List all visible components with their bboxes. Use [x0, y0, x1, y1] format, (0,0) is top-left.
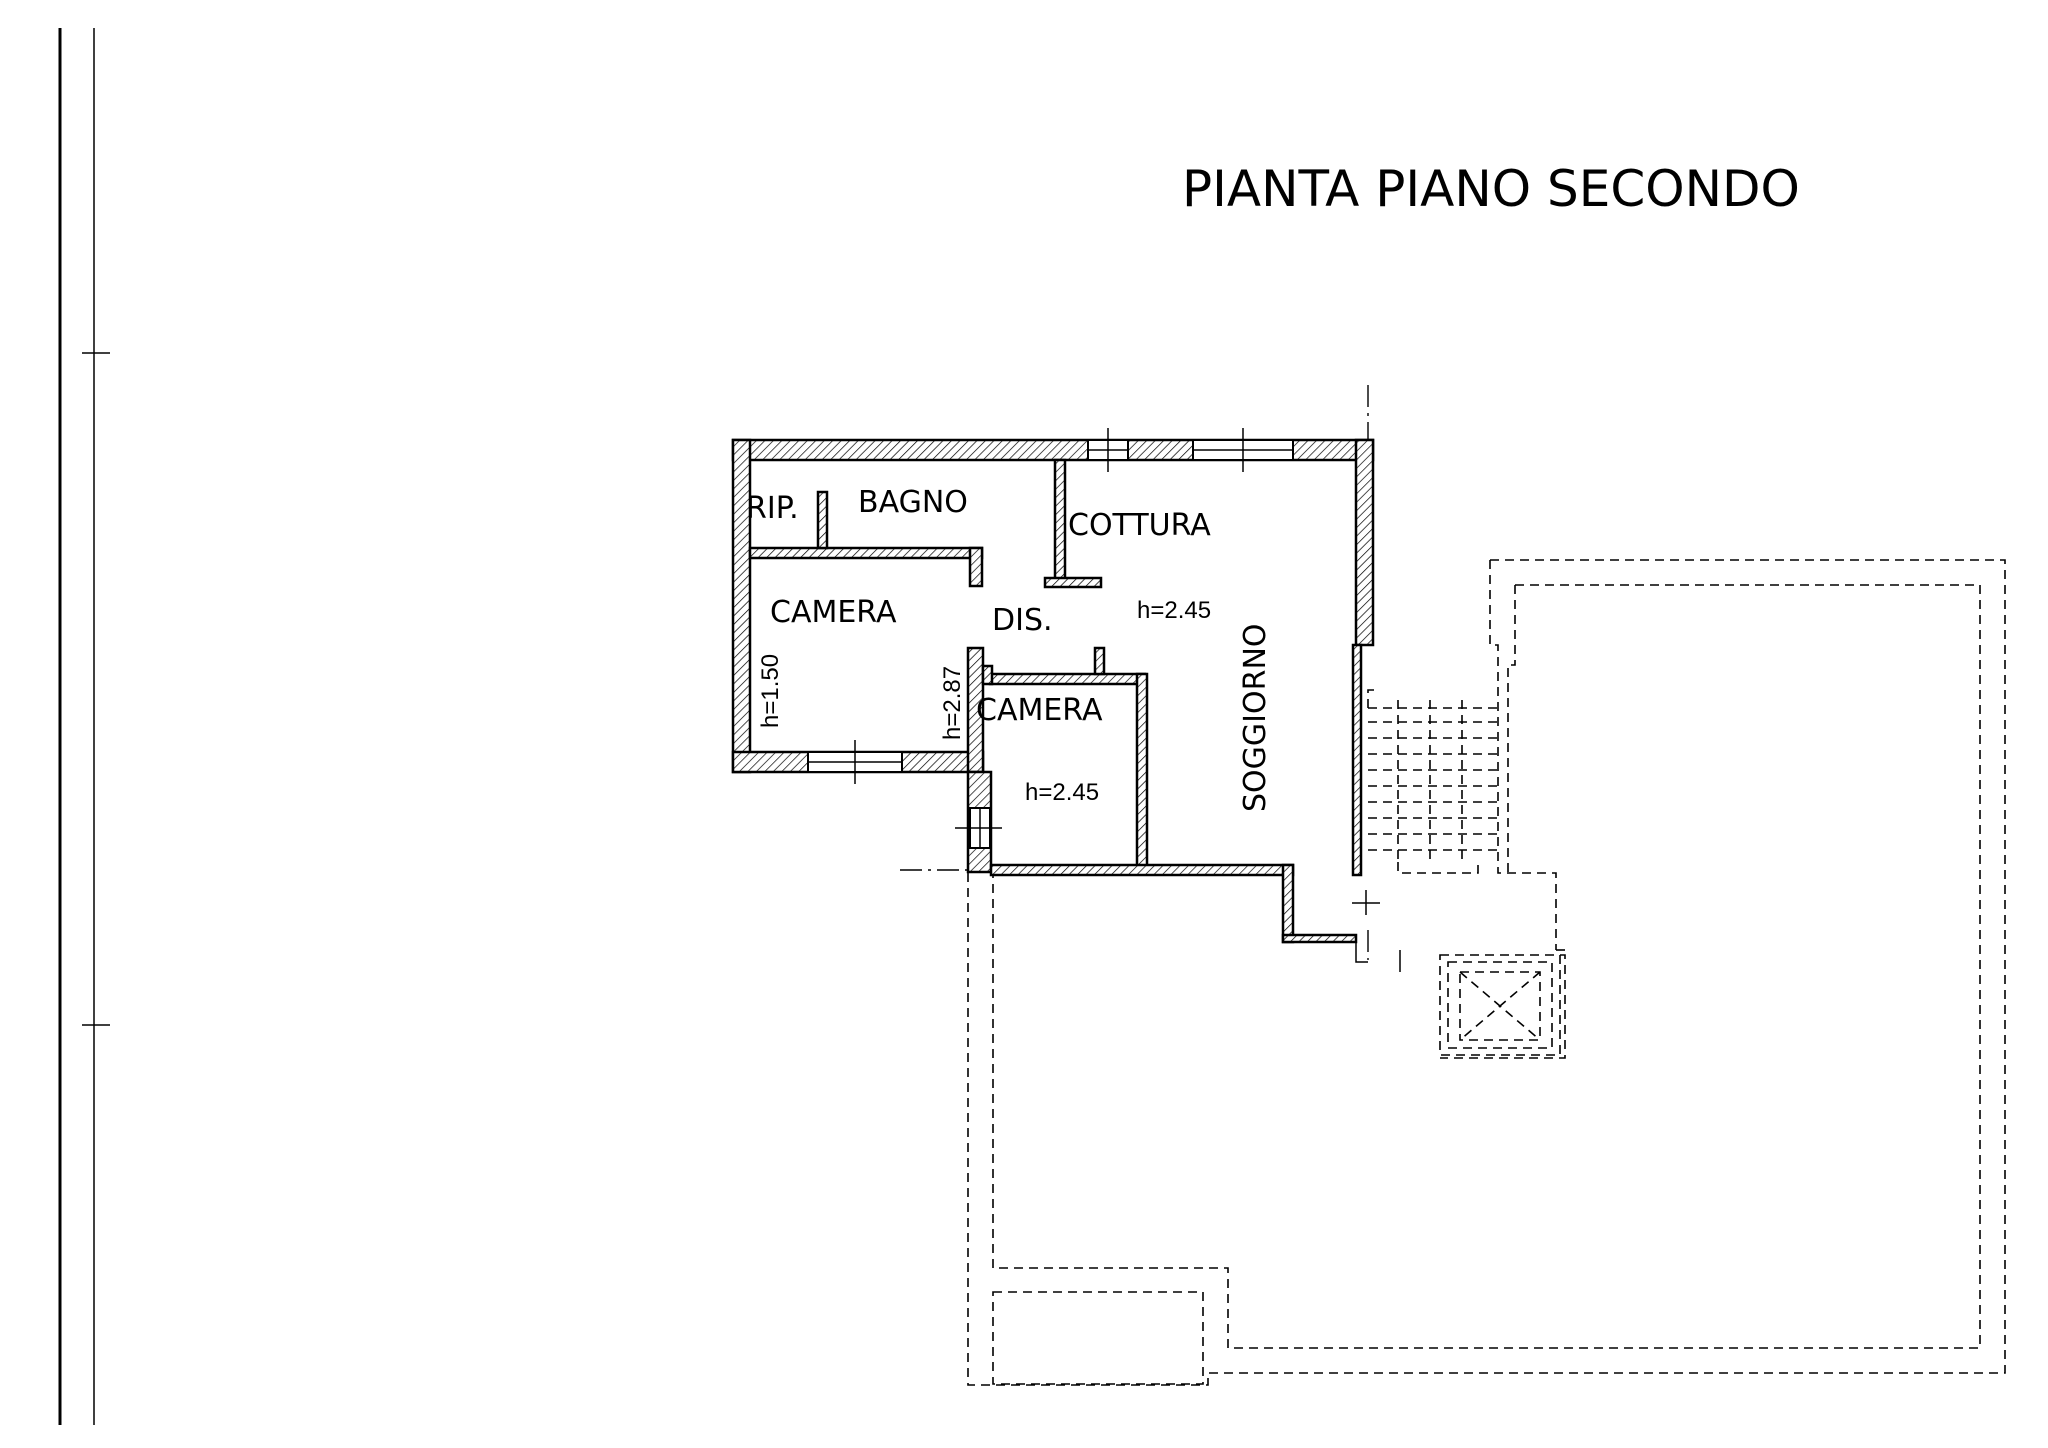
lower-floor-outline — [967, 559, 2006, 1386]
room-label-rip: RIP. — [746, 491, 799, 526]
height-camera-1-low: h=1.50 — [757, 654, 784, 728]
axis-lines — [900, 385, 1369, 960]
room-label-cottura: COTTURA — [1068, 508, 1211, 543]
room-labels: RIP. BAGNO COTTURA CAMERA DIS. CAMERA SO… — [746, 485, 1273, 812]
sheet-border-left — [58, 28, 110, 1425]
plan-title: PIANTA PIANO SECONDO — [1182, 160, 1800, 218]
walls — [731, 438, 1375, 944]
height-camera-2: h=2.45 — [1025, 779, 1099, 806]
lower-box-x — [1439, 954, 1566, 1059]
room-label-bagno: BAGNO — [858, 485, 968, 520]
room-label-dis: DIS. — [992, 603, 1053, 638]
height-soggiorno: h=2.45 — [1137, 597, 1211, 624]
height-labels: h=2.45 h=1.50 h=2.87 h=2.45 — [757, 597, 1211, 806]
window-symbols — [807, 428, 1401, 972]
room-label-soggiorno: SOGGIORNO — [1238, 623, 1273, 812]
room-label-camera-1: CAMERA — [770, 595, 897, 630]
stair-treads — [1368, 700, 1498, 874]
room-label-camera-2: CAMERA — [976, 693, 1103, 728]
height-camera-1-high: h=2.87 — [939, 666, 966, 740]
